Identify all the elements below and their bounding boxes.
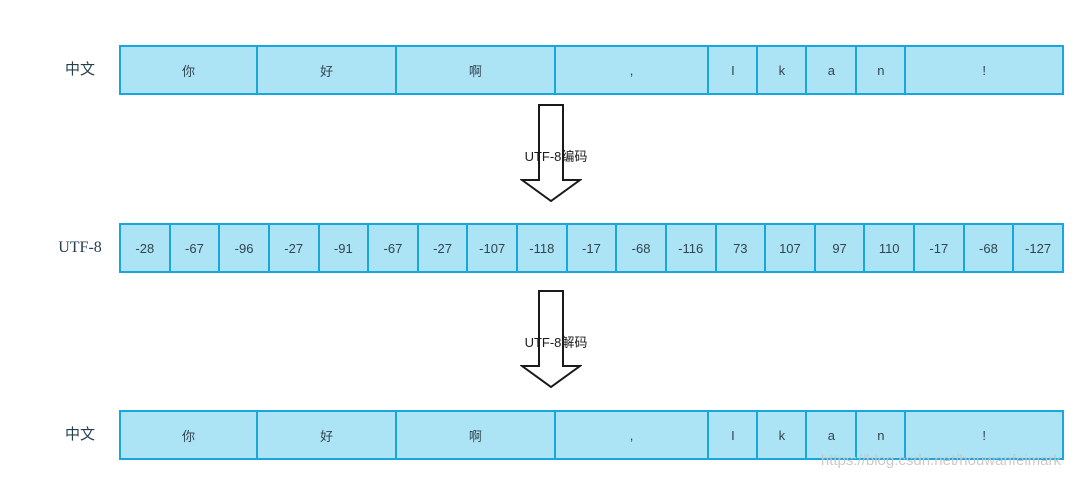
cell: k (758, 412, 808, 458)
cell: -68 (617, 225, 667, 271)
cell: 73 (717, 225, 767, 271)
cell: 啊 (397, 412, 556, 458)
watermark-url: https://blog.csdn.net/houwanfeimark (820, 452, 1061, 469)
cell: k (758, 47, 808, 93)
cell: a (807, 47, 858, 93)
cell: -96 (220, 225, 270, 271)
row-label-chinese-bottom: 中文 (64, 426, 95, 443)
cell: -118 (518, 225, 568, 271)
cell: I (709, 412, 759, 458)
cell: -67 (171, 225, 221, 271)
cell: 97 (816, 225, 866, 271)
cell: 110 (865, 225, 915, 271)
cell: -27 (270, 225, 320, 271)
cell: -91 (320, 225, 370, 271)
cell: 好 (258, 412, 398, 458)
cell: ! (982, 62, 986, 78)
cell: -17 (915, 225, 965, 271)
row-label-utf8: UTF-8 (58, 239, 102, 256)
cell: 好 (258, 47, 398, 93)
cell: -127 (1025, 240, 1052, 256)
cell: , (556, 47, 710, 93)
cell: ! (982, 427, 986, 443)
encode-arrow-label: UTF-8编码 (524, 149, 588, 164)
cell: -107 (468, 225, 518, 271)
decode-arrow-label: UTF-8解码 (524, 335, 588, 350)
cell: a (807, 412, 858, 458)
cell: I (709, 47, 759, 93)
cell: , (556, 412, 710, 458)
cell: -28 (121, 225, 171, 271)
cell: -17 (568, 225, 618, 271)
cell: n (857, 47, 907, 93)
cell: -67 (369, 225, 419, 271)
cell: 你 (121, 47, 259, 93)
cell: 啊 (397, 47, 556, 93)
down-arrow-encode-icon (520, 104, 582, 202)
down-arrow-decode-icon (520, 290, 582, 388)
row-label-chinese-top: 中文 (64, 61, 95, 78)
cell: 你 (121, 412, 259, 458)
cell: -68 (965, 225, 1015, 271)
cell: -27 (419, 225, 469, 271)
cell: -116 (667, 225, 717, 271)
cell: 107 (766, 225, 816, 271)
cell: n (857, 412, 907, 458)
